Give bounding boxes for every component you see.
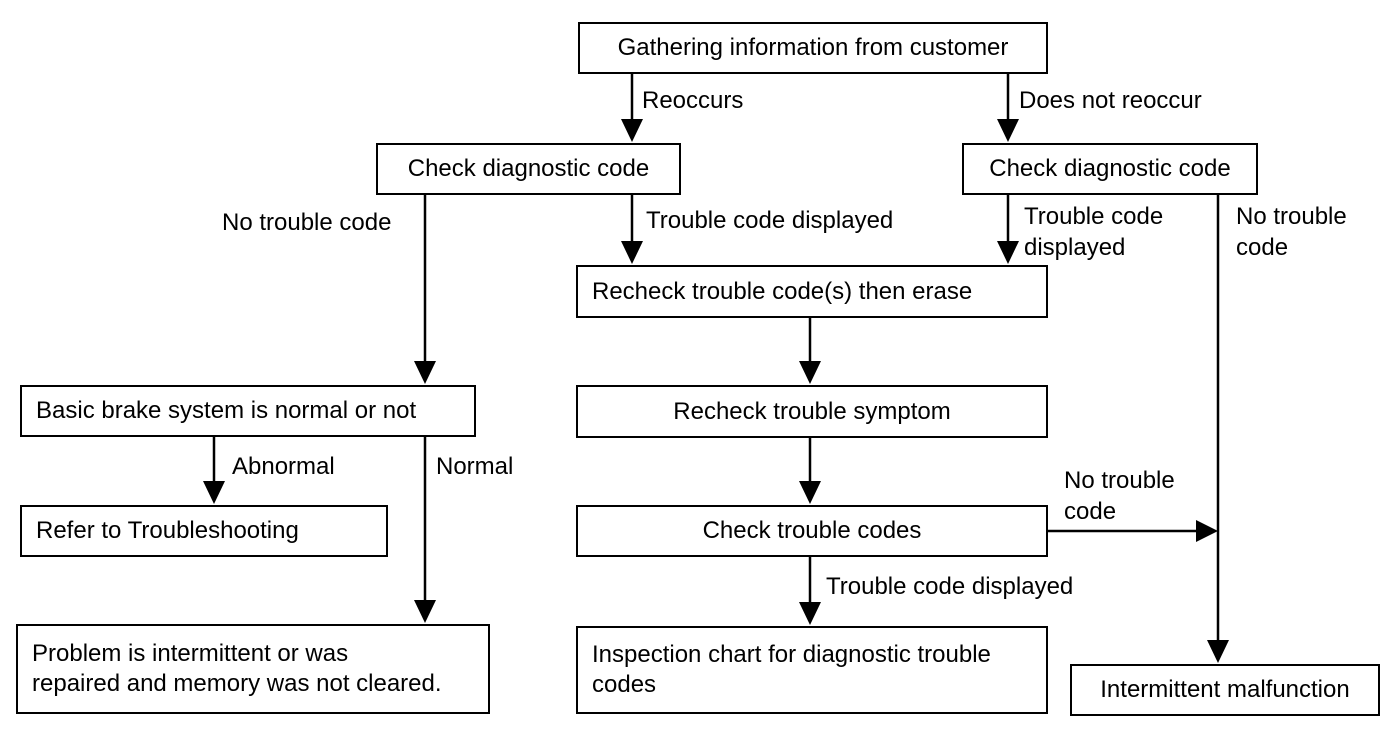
check-diagnostic-code-right-box: Check diagnostic code — [962, 143, 1258, 195]
arrowhead-trouble-code-mid — [621, 241, 643, 264]
gathering-information-box: Gathering information from customer — [578, 22, 1048, 74]
label-no-trouble-mid: No trouble code — [1064, 465, 1175, 527]
label-trouble-code-displayed-mid: Trouble code displayed — [646, 207, 894, 234]
label-abnormal: Abnormal — [232, 453, 335, 480]
inspection-chart-line2: codes — [592, 671, 657, 698]
arrowhead-abnormal — [203, 481, 225, 504]
problem-intermittent-line2: repaired and memory was not cleared. — [32, 670, 442, 697]
problem-intermittent-box: Problem is intermittent or was repaired … — [16, 624, 490, 714]
label-does-not-reoccur: Does not reoccur — [1019, 87, 1202, 114]
label-trouble-code-right-line2: displayed — [1024, 234, 1126, 261]
basic-brake-text: Basic brake system is normal or not — [36, 397, 417, 424]
inspection-chart-box: Inspection chart for diagnostic trouble … — [576, 626, 1048, 714]
inspection-chart-line1: Inspection chart for diagnostic trouble — [592, 641, 991, 668]
label-trouble-code-displayed-bottom: Trouble code displayed — [826, 573, 1074, 600]
intermittent-malfunction-text: Intermittent malfunction — [1100, 676, 1350, 703]
refer-troubleshooting-box: Refer to Troubleshooting — [20, 505, 388, 557]
label-reoccurs: Reoccurs — [642, 87, 744, 114]
label-no-trouble-right-line1: No trouble — [1236, 203, 1347, 230]
label-trouble-code-right: Trouble code displayed — [1024, 201, 1163, 263]
arrowhead-does-not-reoccur — [997, 119, 1019, 142]
label-trouble-code-right-line1: Trouble code — [1024, 203, 1164, 230]
arrowhead-erase-to-symptom — [799, 361, 821, 384]
arrowhead-trouble-code-bottom — [799, 602, 821, 625]
check-trouble-codes-text: Check trouble codes — [702, 517, 922, 544]
check-diagnostic-code-left-box: Check diagnostic code — [376, 143, 681, 195]
check-diagnostic-code-left-text: Check diagnostic code — [407, 155, 650, 182]
label-no-trouble-mid-line2: code — [1064, 498, 1117, 525]
arrowhead-normal — [414, 600, 436, 623]
arrowhead-no-trouble-left — [414, 361, 436, 384]
check-diagnostic-code-right-text: Check diagnostic code — [989, 155, 1231, 182]
check-trouble-codes-box: Check trouble codes — [576, 505, 1048, 557]
arrowhead-symptom-to-check — [799, 481, 821, 504]
label-no-trouble-code-left: No trouble code — [222, 209, 392, 236]
gathering-information-text: Gathering information from customer — [617, 34, 1009, 61]
intermittent-malfunction-box: Intermittent malfunction — [1070, 664, 1380, 716]
problem-intermittent-line1: Problem is intermittent or was — [32, 640, 349, 667]
arrowhead-no-trouble-mid — [1196, 520, 1218, 542]
basic-brake-box: Basic brake system is normal or not — [20, 385, 476, 437]
label-normal: Normal — [436, 453, 514, 480]
arrowhead-reoccurs — [621, 119, 643, 142]
recheck-erase-box: Recheck trouble code(s) then erase — [576, 265, 1048, 318]
arrowhead-trouble-code-right — [997, 241, 1019, 264]
recheck-symptom-box: Recheck trouble symptom — [576, 385, 1048, 438]
refer-troubleshooting-text: Refer to Troubleshooting — [36, 517, 299, 544]
recheck-symptom-text: Recheck trouble symptom — [673, 397, 951, 425]
recheck-erase-text: Recheck trouble code(s) then erase — [592, 277, 973, 305]
label-no-trouble-right: No trouble code — [1236, 201, 1347, 263]
label-no-trouble-right-line2: code — [1236, 234, 1289, 261]
label-no-trouble-mid-line1: No trouble — [1064, 467, 1175, 494]
arrowhead-no-trouble-right — [1207, 640, 1229, 663]
